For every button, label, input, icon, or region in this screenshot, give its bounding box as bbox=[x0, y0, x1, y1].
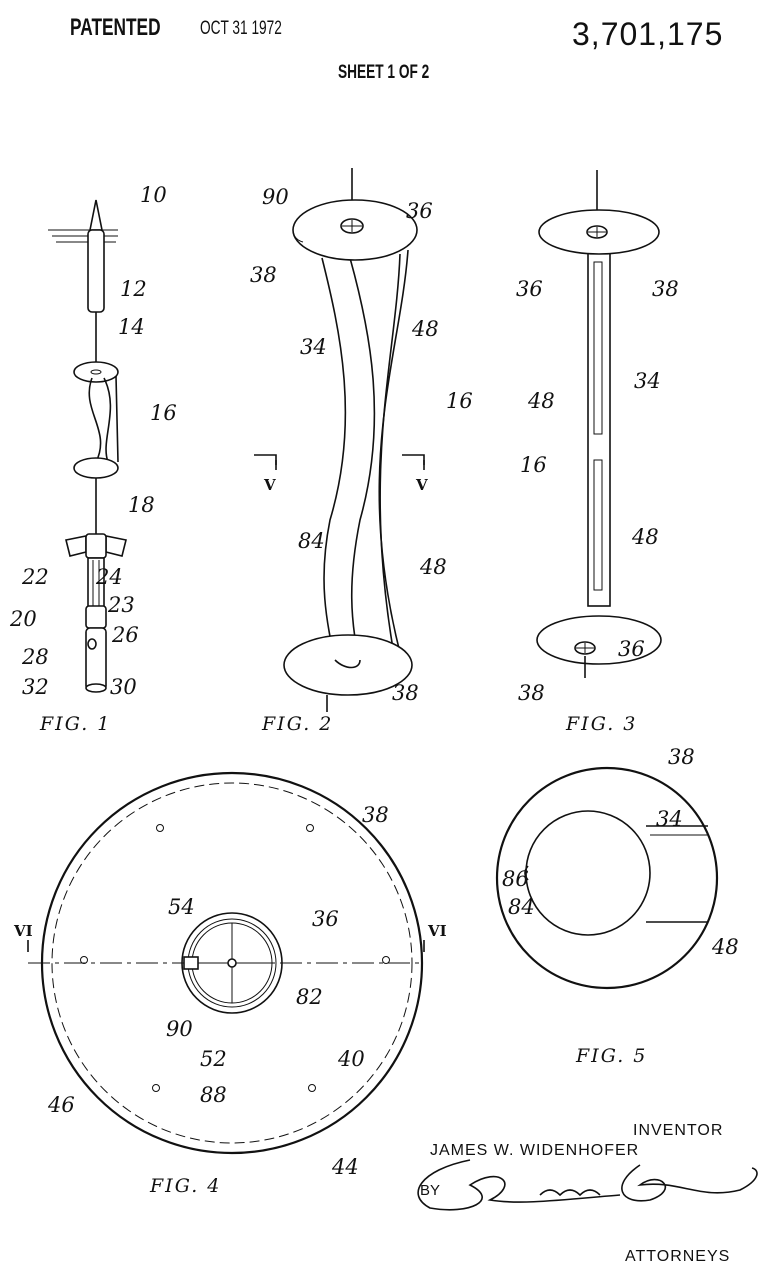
ref-label: 46 bbox=[47, 1093, 75, 1117]
ref-label: 36 bbox=[406, 199, 433, 223]
ref-label: 54 bbox=[168, 895, 195, 919]
ref-label: 38 bbox=[250, 263, 277, 287]
ref-label: 38 bbox=[362, 803, 389, 827]
section-label: VI bbox=[427, 922, 447, 940]
ref-label: 23 bbox=[107, 593, 135, 617]
ref-label: 34 bbox=[634, 369, 661, 393]
ref-label: 84 bbox=[508, 895, 535, 919]
ref-label: 16 bbox=[150, 401, 177, 425]
ref-label: 30 bbox=[110, 675, 137, 699]
figure-4: 38 VI VI 54 36 90 82 52 40 46 88 44 FIG.… bbox=[13, 771, 447, 1197]
ref-label: 90 bbox=[262, 185, 289, 209]
ref-label: 48 bbox=[631, 525, 659, 549]
ref-label: 24 bbox=[95, 565, 123, 589]
patent-date: OCT 31 1972 bbox=[200, 18, 282, 39]
ref-label: 86 bbox=[502, 867, 529, 891]
ref-label: 20 bbox=[9, 607, 37, 631]
ref-label: 88 bbox=[200, 1083, 227, 1107]
ref-label: 12 bbox=[120, 277, 147, 301]
ref-label: 14 bbox=[118, 315, 145, 339]
figure-3: 36 38 48 34 16 48 36 38 FIG. 3 bbox=[516, 170, 679, 735]
figure-5: 38 34 86 84 48 FIG. 5 bbox=[495, 745, 739, 1067]
ref-label: 40 bbox=[337, 1047, 365, 1071]
ref-label: 82 bbox=[296, 985, 323, 1009]
patent-number: 3,701,175 bbox=[572, 16, 724, 52]
figure-caption: FIG. 4 bbox=[149, 1175, 221, 1197]
figure-caption: FIG. 1 bbox=[39, 713, 111, 735]
ref-label: 48 bbox=[527, 389, 555, 413]
section-label: V bbox=[263, 476, 276, 494]
ref-label: 38 bbox=[668, 745, 695, 769]
ref-label: 38 bbox=[392, 681, 419, 705]
ref-label: 16 bbox=[520, 453, 547, 477]
ref-label: 34 bbox=[300, 335, 327, 359]
attorney-signature bbox=[417, 1159, 758, 1211]
ref-label: 36 bbox=[516, 277, 543, 301]
sheet-number: SHEET 1 OF 2 bbox=[338, 62, 430, 83]
ref-label: 48 bbox=[419, 555, 447, 579]
figure-2: 90 36 38 34 48 16 V V 84 48 38 FIG. 2 bbox=[250, 168, 473, 735]
ref-label: 36 bbox=[618, 637, 645, 661]
figure-caption: FIG. 3 bbox=[565, 713, 637, 735]
ref-label: 48 bbox=[711, 935, 739, 959]
ref-label: 18 bbox=[128, 493, 155, 517]
ref-label: 34 bbox=[656, 807, 683, 831]
ref-label: 32 bbox=[22, 675, 49, 699]
section-label: V bbox=[415, 476, 428, 494]
ref-label: 90 bbox=[166, 1017, 193, 1041]
inventor-label: INVENTOR bbox=[633, 1122, 724, 1139]
inventor-name: JAMES W. WIDENHOFER bbox=[430, 1142, 640, 1159]
ref-label: 84 bbox=[298, 529, 325, 553]
ref-label: 38 bbox=[652, 277, 679, 301]
figure-caption: FIG. 2 bbox=[261, 713, 333, 735]
figure-1: 10 12 14 16 18 22 24 20 23 26 28 32 30 F… bbox=[9, 183, 177, 735]
by-label: BY bbox=[420, 1182, 441, 1199]
ref-label: 36 bbox=[312, 907, 339, 931]
attorneys-label: ATTORNEYS bbox=[625, 1248, 731, 1265]
ref-label: 44 bbox=[331, 1155, 359, 1179]
ref-label: 10 bbox=[140, 183, 167, 207]
ref-label: 48 bbox=[411, 317, 439, 341]
section-label: VI bbox=[13, 922, 33, 940]
patented-label: PATENTED bbox=[70, 14, 161, 41]
ref-label: 38 bbox=[518, 681, 545, 705]
figure-caption: FIG. 5 bbox=[575, 1045, 647, 1067]
ref-label: 16 bbox=[446, 389, 473, 413]
ref-label: 52 bbox=[200, 1047, 227, 1071]
ref-label: 26 bbox=[111, 623, 139, 647]
ref-label: 28 bbox=[21, 645, 49, 669]
ref-label: 22 bbox=[21, 565, 49, 589]
